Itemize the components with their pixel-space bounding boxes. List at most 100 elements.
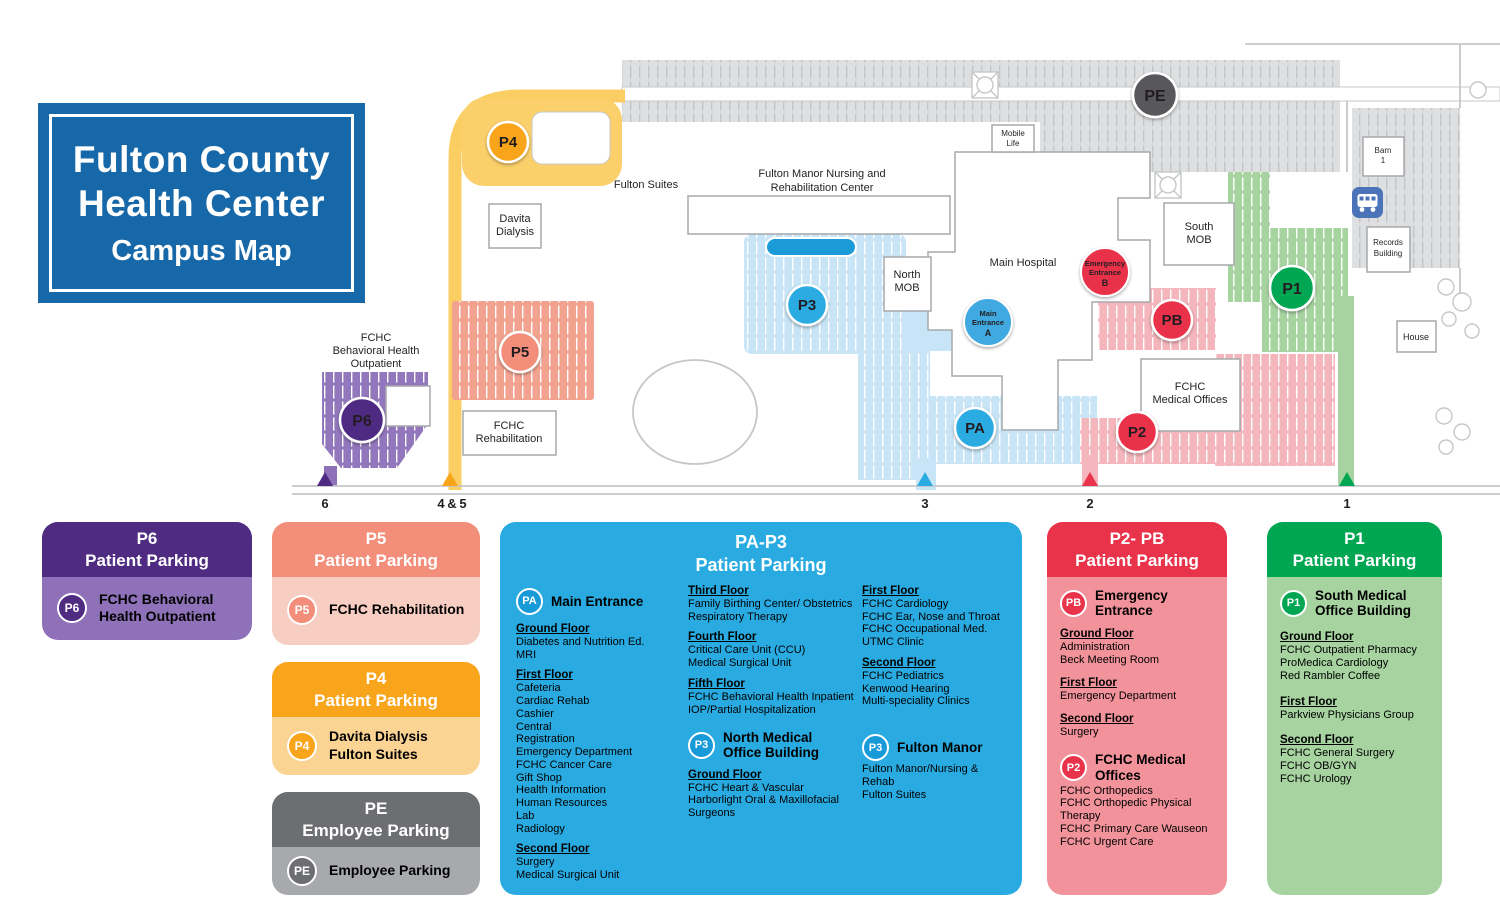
svg-text:Emergency: Emergency (1085, 259, 1126, 268)
tree-icon (1441, 311, 1457, 327)
tree-icon (1452, 292, 1472, 312)
pb-second-list: Surgery (1060, 725, 1099, 738)
tree-icon (1438, 439, 1454, 455)
campus-map-graphic: Fulton Suites Davita Dialysis Fulton Man… (292, 43, 1500, 511)
label-davita: Davita (499, 213, 531, 225)
svg-text:Dialysis: Dialysis (496, 226, 534, 238)
marker-pa: PA (953, 406, 997, 450)
mobile-life-building (991, 124, 1035, 153)
svg-text:Outpatient: Outpatient (351, 358, 402, 370)
legend-card-pe: PE Employee Parking PE Employee Parking (272, 792, 480, 895)
davita-dialysis-building (488, 203, 542, 249)
fulton-manor-building (687, 195, 951, 235)
label-mobile-life: Mobile (1001, 129, 1025, 138)
fchc-medical-offices-row: P2 FCHC Medical Offices (1060, 752, 1214, 783)
fulton-suites-building (531, 111, 611, 165)
marker-p1: P1 (1268, 264, 1316, 312)
svg-text:P1: P1 (1282, 281, 1302, 298)
emergency-entrance-row: PB Emergency Entrance (1060, 588, 1214, 618)
entrance-arrow-3 (917, 472, 933, 486)
behavioral-health-building (385, 385, 431, 427)
road-number-2: 2 (1086, 496, 1093, 511)
top-road (621, 86, 1500, 102)
pa-parking-lot (905, 396, 1097, 464)
card-p5-text: FCHC Rehabilitation (329, 600, 465, 617)
fourth-floor-list: Critical Care Unit (CCU)Medical Surgical… (688, 644, 806, 670)
label-fchc-rehabilitation: FCHC (494, 420, 525, 432)
pond-loop-road (632, 359, 758, 465)
marker-main-entrance-a: Main Entrance A (963, 297, 1013, 347)
svg-text:MOB: MOB (894, 282, 919, 294)
marker-p6: P6 (338, 396, 386, 444)
pa-badge: PA (516, 587, 543, 615)
card-pe-text: Employee Parking (329, 862, 451, 879)
tree-icon (1453, 423, 1471, 441)
card-pa-p3-body: PA Main Entrance Ground Floor Diabetes a… (500, 583, 1022, 890)
tree-icon (1435, 407, 1453, 425)
entrance-arrow-2 (1082, 472, 1098, 486)
map-decorations (971, 71, 1487, 455)
svg-text:Main: Main (979, 309, 997, 318)
label-barn: Barn (1375, 146, 1392, 155)
buildings (385, 124, 1437, 456)
label-south-mob: South (1185, 221, 1214, 233)
pa-p3-column-1: PA Main Entrance Ground Floor Diabetes a… (516, 583, 680, 882)
svg-text:Life: Life (1007, 139, 1020, 148)
svg-text:B: B (1102, 278, 1109, 288)
ground-floor-list: Diabetes and Nutrition Ed.MRI (516, 635, 645, 661)
card-pe-body: PE Employee Parking (272, 847, 480, 895)
title-box: Fulton County Health Center Campus Map (38, 103, 365, 303)
card-p4-header: P4 Patient Parking (272, 662, 480, 718)
marker-p5: P5 (498, 330, 542, 374)
card-p2-pb-body: PB Emergency Entrance Ground Floor Admin… (1047, 577, 1227, 856)
svg-text:Rehabilitation: Rehabilitation (476, 433, 543, 445)
card-p5-header: P5 Patient Parking (272, 522, 480, 578)
p2-badge: P2 (1060, 754, 1087, 782)
main-entrance-row: PA Main Entrance (516, 587, 680, 615)
svg-text:P2: P2 (1128, 424, 1146, 441)
entrance-arrow-4-5 (442, 472, 458, 486)
svg-text:P4: P4 (499, 134, 518, 151)
marker-emergency-entrance-b: Emergency Entrance B (1080, 247, 1130, 297)
p1-badge: P1 (1280, 589, 1307, 617)
north-mob-row: P3 North Medical Office Building (688, 730, 854, 760)
entrance-arrows (317, 472, 1355, 486)
label-north-mob: North (894, 269, 921, 281)
p1-first-list: Parkview Physicians Group (1280, 708, 1414, 721)
house-building (1396, 320, 1437, 353)
road-number-5: 5 (459, 496, 466, 511)
tree-icon (1464, 323, 1480, 339)
road2-stub (1082, 455, 1098, 486)
marker-p3: P3 (785, 283, 829, 327)
road-numbers: 6 4 & 5 3 2 1 (321, 496, 1350, 511)
road-number-6: 6 (321, 496, 328, 511)
pb-first-list: Emergency Department (1060, 689, 1177, 702)
card-p2-pb-header: P2- PB Patient Parking (1047, 522, 1227, 578)
fchc-rehabilitation-building (462, 410, 557, 456)
marker-pb: PB (1150, 298, 1194, 342)
label-fulton-suites: Fulton Suites (614, 179, 679, 191)
svg-text:MOB: MOB (1186, 234, 1211, 246)
svg-text:PE: PE (1144, 88, 1166, 105)
tree-icon (1469, 81, 1487, 99)
svg-text:PB: PB (1162, 312, 1183, 329)
p3-badge: P3 (688, 731, 715, 759)
records-building (1366, 226, 1411, 273)
north-mob-building (883, 256, 932, 312)
card-p1-header: P1 Patient Parking (1267, 522, 1442, 578)
